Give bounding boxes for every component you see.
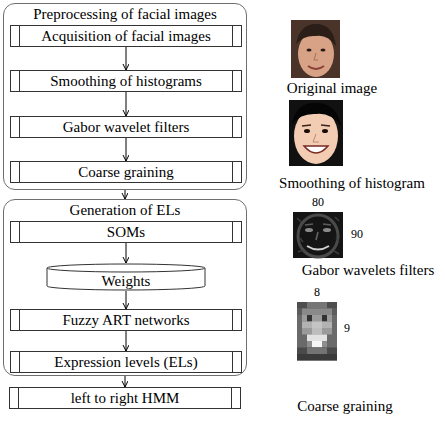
process-box: Coarse graining bbox=[10, 161, 242, 183]
process-box: Acquisition of facial images bbox=[10, 25, 242, 47]
side-bar bbox=[19, 162, 20, 182]
box-label: Expression levels (ELs) bbox=[54, 353, 197, 371]
side-bar bbox=[232, 310, 233, 330]
side-bar bbox=[232, 26, 233, 46]
process-box: Expression levels (ELs) bbox=[10, 351, 242, 373]
eye bbox=[304, 129, 310, 133]
pixel bbox=[297, 348, 337, 355]
dimension-number: 9 bbox=[344, 322, 350, 336]
box-label: Smoothing of histograms bbox=[50, 72, 202, 90]
side-bar bbox=[19, 352, 20, 372]
face-contour bbox=[298, 215, 338, 257]
pixel bbox=[297, 302, 337, 309]
storage-cylinder: Weights bbox=[46, 263, 206, 291]
side-bar bbox=[232, 162, 233, 182]
side-bar bbox=[232, 71, 233, 91]
flow-arrow bbox=[126, 138, 127, 161]
hair bbox=[292, 103, 341, 126]
nose bbox=[313, 134, 319, 142]
dimension-number: 90 bbox=[351, 228, 363, 242]
flow-arrow bbox=[126, 331, 127, 351]
group-box: Acquisition of facial imagesSmoothing of… bbox=[3, 3, 247, 190]
side-bar bbox=[232, 117, 233, 137]
mouth bbox=[304, 146, 328, 153]
eye bbox=[305, 228, 313, 232]
texture bbox=[316, 232, 318, 240]
process-box: left to right HMM bbox=[9, 387, 241, 409]
flow-arrow bbox=[126, 243, 127, 263]
pixel bbox=[322, 315, 327, 322]
pixel bbox=[297, 302, 337, 361]
flow-arrow bbox=[126, 92, 127, 116]
pixel bbox=[307, 348, 327, 355]
pixel bbox=[297, 309, 337, 316]
pixel bbox=[312, 322, 322, 329]
image-caption: Coarse graining bbox=[297, 398, 392, 415]
dimension-number: 80 bbox=[312, 196, 324, 210]
eye bbox=[323, 228, 331, 232]
side-bar bbox=[19, 26, 20, 46]
box-label: Weights bbox=[102, 272, 151, 290]
hair bbox=[296, 24, 336, 46]
side-bar bbox=[18, 388, 19, 408]
process-box: SOMs bbox=[10, 221, 242, 243]
eye bbox=[321, 49, 326, 52]
pixel bbox=[307, 302, 327, 309]
process-box: Smoothing of histograms bbox=[10, 70, 242, 92]
photo-background bbox=[289, 100, 343, 166]
side-bar bbox=[232, 352, 233, 372]
group-box: SOMsWeightsFuzzy ART networksExpression … bbox=[3, 199, 247, 376]
eyebrow bbox=[321, 125, 330, 126]
texture bbox=[297, 217, 339, 254]
eyebrow bbox=[302, 125, 311, 126]
flow-arrow bbox=[125, 376, 126, 387]
pixel bbox=[307, 341, 327, 348]
side-bar bbox=[19, 222, 20, 242]
process-box: Fuzzy ART networks bbox=[10, 309, 242, 331]
group-heading: Generation of ELs bbox=[70, 201, 181, 219]
eye bbox=[322, 129, 328, 133]
pixel bbox=[302, 322, 332, 329]
pixel bbox=[307, 315, 312, 322]
group-heading: Preprocessing of facial images bbox=[33, 5, 217, 23]
box-label: left to right HMM bbox=[71, 389, 180, 407]
side-bar bbox=[19, 71, 20, 91]
mouth bbox=[308, 66, 324, 69]
box-label: Acquisition of facial images bbox=[41, 27, 211, 45]
eye bbox=[307, 49, 312, 52]
side-bar bbox=[19, 310, 20, 330]
box-label: Fuzzy ART networks bbox=[62, 311, 189, 329]
side-bar bbox=[19, 117, 20, 137]
nose bbox=[314, 53, 318, 60]
pixel bbox=[312, 341, 322, 348]
pixel bbox=[302, 309, 332, 316]
box-label: Gabor wavelet filters bbox=[63, 118, 190, 136]
box-label: Coarse graining bbox=[78, 163, 173, 181]
flow-arrow bbox=[125, 190, 126, 199]
pixel bbox=[312, 328, 322, 335]
box-label: SOMs bbox=[107, 223, 145, 241]
dimension-number: 8 bbox=[314, 286, 320, 300]
side-bar bbox=[232, 222, 233, 242]
filtered-background bbox=[293, 212, 343, 258]
image-caption: Gabor wavelets filters bbox=[302, 262, 434, 279]
mouth bbox=[307, 246, 329, 250]
pixel bbox=[302, 328, 332, 335]
flow-arrow bbox=[126, 47, 127, 70]
pixel bbox=[297, 354, 337, 361]
pixel bbox=[302, 315, 332, 322]
image-caption: Smoothing of histogram bbox=[279, 175, 425, 192]
side-bar bbox=[231, 388, 232, 408]
flow-arrow bbox=[126, 291, 127, 309]
photo-background bbox=[291, 20, 340, 78]
pixel bbox=[307, 335, 327, 342]
cylinder-top bbox=[47, 264, 205, 272]
image-caption: Original image bbox=[287, 80, 377, 97]
texture bbox=[305, 224, 331, 225]
process-box: Gabor wavelet filters bbox=[10, 116, 242, 138]
